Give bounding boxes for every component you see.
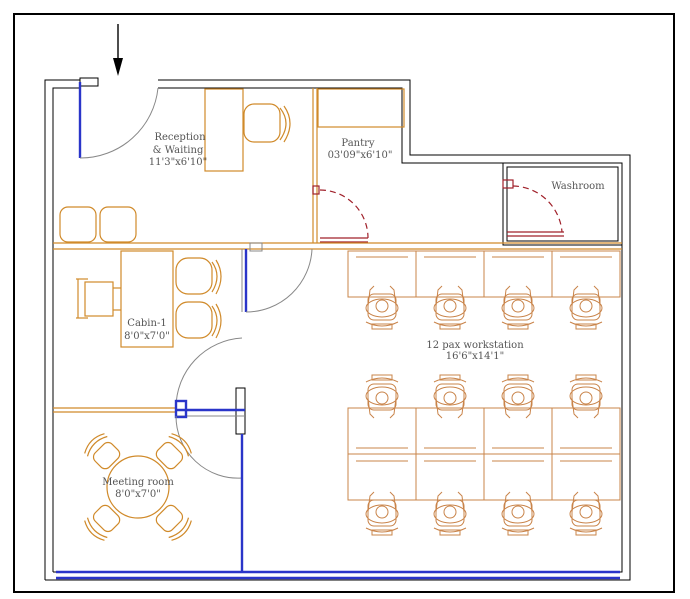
workstation-chair <box>365 491 399 536</box>
waiting-chairs <box>59 206 137 243</box>
meeting-chair-bottom-left <box>84 504 121 541</box>
meeting-room-label: Meeting room <box>102 477 174 488</box>
pantry-door <box>319 189 369 243</box>
pantry-dims: 03'09"x6'10" <box>328 150 393 161</box>
reception-lower-wall <box>53 242 622 252</box>
meeting-glass-partition <box>175 415 244 572</box>
cabin-glass-partition <box>175 248 313 435</box>
workstation-chair <box>501 374 535 419</box>
workstation-dims: 16'6"x14'1" <box>446 351 505 362</box>
washroom-label: Washroom <box>551 181 605 192</box>
cabin-dims: 8'0"x7'0" <box>124 331 170 342</box>
reception-dims: 11'3"x6'10" <box>149 157 208 168</box>
reception-label-line1: Reception <box>154 132 206 143</box>
cabin-label: Cabin-1 <box>127 318 166 329</box>
meeting-table <box>84 433 192 541</box>
workstation-chairs <box>365 285 603 536</box>
cabin-visitor-chairs <box>175 257 222 339</box>
workstation-chair <box>433 491 467 536</box>
reception-desk <box>204 88 291 172</box>
washroom <box>502 162 623 246</box>
workstation-chair <box>569 285 603 330</box>
workstation-chair <box>569 491 603 536</box>
cabin-1 <box>76 250 222 348</box>
meeting-room-dims: 8'0"x7'0" <box>115 489 161 500</box>
workstation-chair <box>433 285 467 330</box>
cabin-desk-chair <box>76 278 121 319</box>
workstation-chair <box>433 374 467 419</box>
cabin-meeting-wall <box>53 399 245 419</box>
sheet-border <box>13 13 675 593</box>
meeting-chair-top-left <box>84 433 121 470</box>
workstation-chair <box>501 285 535 330</box>
workstation-chair <box>569 374 603 419</box>
meeting-chair-top-right <box>155 433 192 470</box>
meeting-chair-bottom-right <box>155 504 192 541</box>
pantry-partition <box>312 88 405 243</box>
reception-label-line2: & Waiting <box>153 145 204 156</box>
bottom-glazing <box>56 570 620 580</box>
entry-door <box>78 77 159 159</box>
workstation-chair <box>365 374 399 419</box>
workstation-chair <box>501 491 535 536</box>
workstation-chair <box>365 285 399 330</box>
entry-arrow-icon <box>113 24 123 76</box>
pantry-label: Pantry <box>341 138 374 149</box>
workstation-label: 12 pax workstation <box>426 340 524 351</box>
